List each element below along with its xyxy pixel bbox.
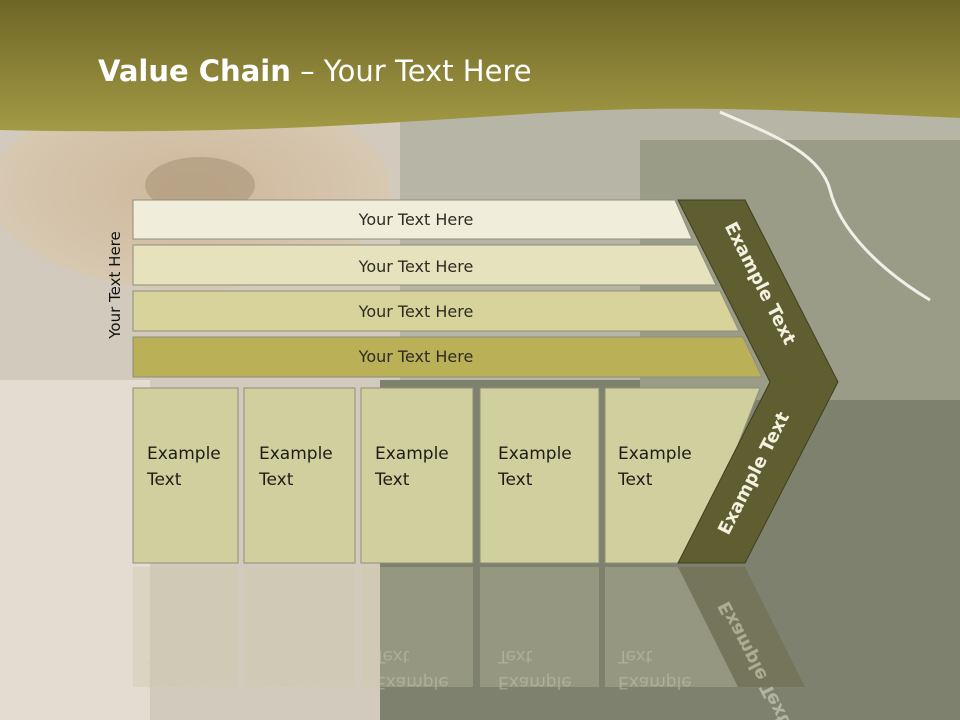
reflection-chevron xyxy=(678,567,805,687)
column-2-line1: Example xyxy=(259,444,333,464)
page-title: Value Chain – Your Text Here xyxy=(98,54,532,88)
column-4-line1: Example xyxy=(498,444,572,464)
reflection-column-1 xyxy=(133,567,238,687)
ribbon-2-label: Your Text Here xyxy=(358,257,474,276)
reflection-text-4: Text xyxy=(258,646,294,666)
column-1-line1: Example xyxy=(147,444,221,464)
ribbon-4 xyxy=(132,336,763,378)
ribbon-4-label: Your Text Here xyxy=(358,347,474,366)
reflection-text-2: Text xyxy=(146,646,182,666)
reflection-text-9: Example xyxy=(618,672,692,692)
reflection-column-3 xyxy=(361,567,473,687)
reflection-text-8: Text xyxy=(497,646,533,666)
reflection-text-10: Text xyxy=(617,646,653,666)
reflection-text-6: Text xyxy=(374,646,410,666)
reflection-column-4 xyxy=(480,567,599,687)
title-rest: – Your Text Here xyxy=(290,54,532,88)
chevron-arrow xyxy=(677,199,839,564)
reflection-text-7: Example xyxy=(498,672,572,692)
ribbon-1 xyxy=(132,199,693,240)
column-1 xyxy=(132,387,239,564)
column-1-line2: Text xyxy=(146,470,182,490)
column-3-line1: Example xyxy=(375,444,449,464)
reflection-column-5 xyxy=(605,567,740,687)
reflection-text-1: Example xyxy=(147,672,221,692)
column-2-line2: Text xyxy=(258,470,294,490)
column-5-line2: Text xyxy=(617,470,653,490)
ribbon-2 xyxy=(132,244,717,286)
ribbon-1-label: Your Text Here xyxy=(358,210,474,229)
column-3-line2: Text xyxy=(374,470,410,490)
column-5-line1: Example xyxy=(618,444,692,464)
reflection-column-2 xyxy=(244,567,355,687)
column-2 xyxy=(243,387,356,564)
reflection-text-5: Example xyxy=(375,672,449,692)
column-3 xyxy=(360,387,474,564)
column-4-line2: Text xyxy=(497,470,533,490)
ribbon-3-label: Your Text Here xyxy=(358,302,474,321)
title-bold: Value Chain xyxy=(98,54,291,88)
reflection-text-3: Example xyxy=(259,672,333,692)
reflection xyxy=(133,567,805,687)
ribbon-3 xyxy=(132,290,740,332)
column-4 xyxy=(479,387,600,564)
header-band xyxy=(0,0,960,132)
